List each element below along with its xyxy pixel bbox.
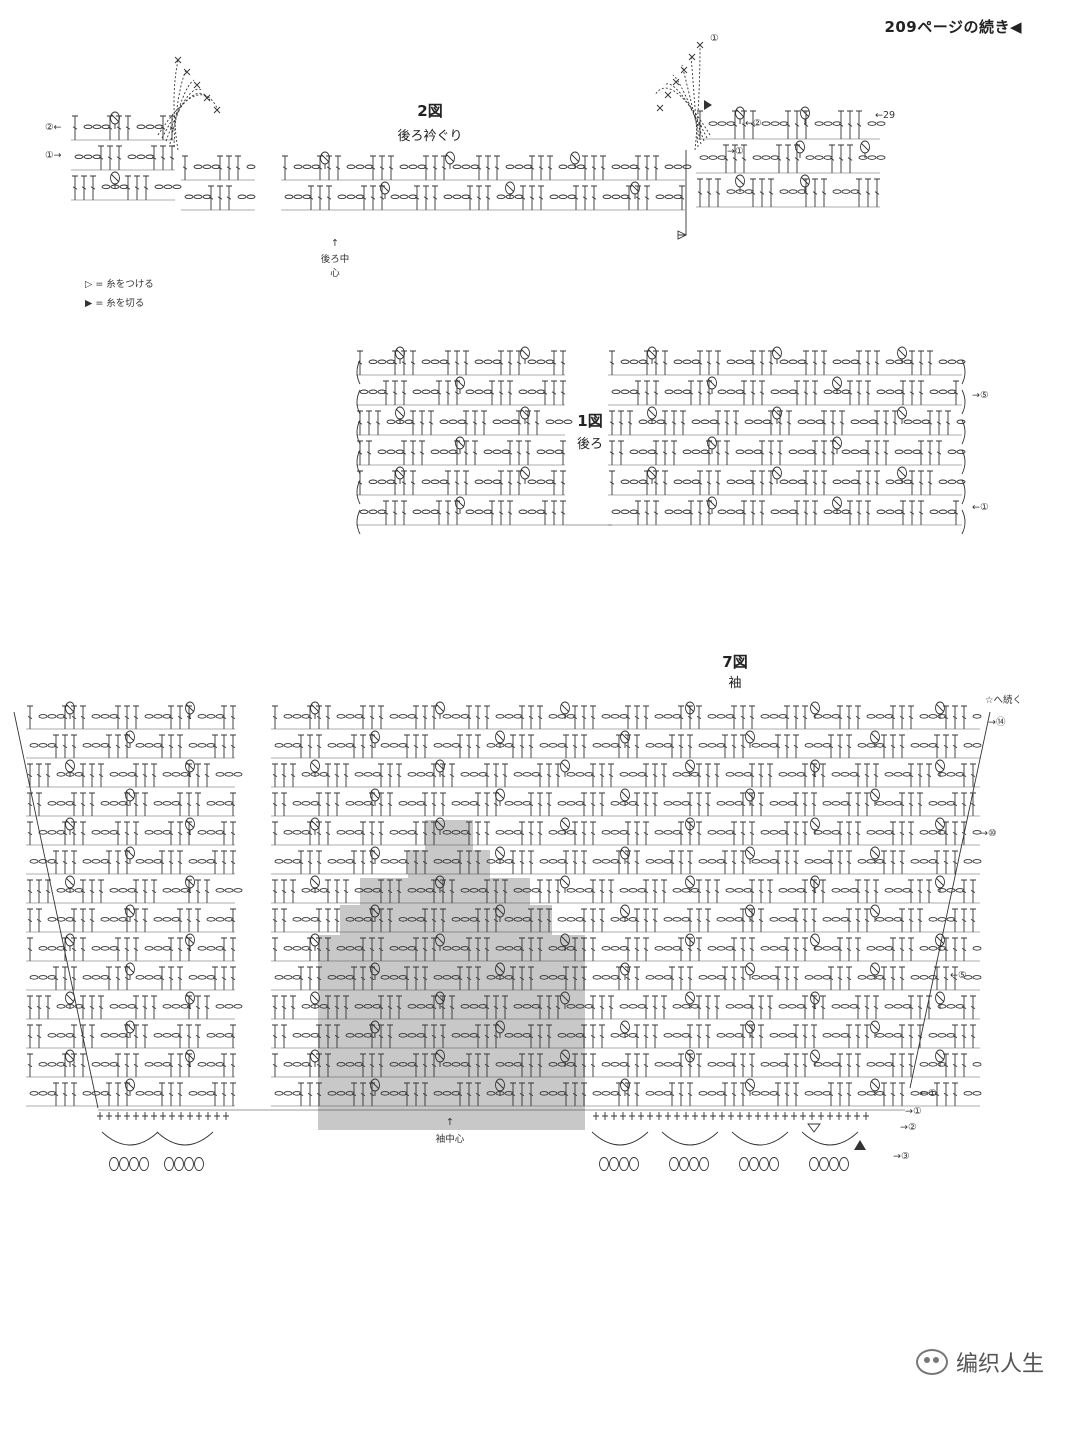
fig1-number: 1図 — [577, 412, 603, 430]
watermark: 编织人生 — [915, 1346, 1044, 1378]
fig7-main-section — [271, 701, 982, 1107]
fig7-center-arrow: ↑ — [446, 1117, 454, 1128]
fig2-row-1-right: →① — [727, 146, 744, 157]
fig7-left-section — [26, 701, 243, 1107]
fig2-subtitle: 後ろ衿ぐり — [397, 129, 463, 144]
fig7-edge-row-3: →③ — [893, 1151, 910, 1162]
fig2-attach-yarn-marker — [677, 230, 688, 240]
fig2-neck-fans — [157, 44, 711, 151]
fig2-cut-yarn-marker — [704, 100, 712, 110]
fig7-edge-row-1: →① — [905, 1106, 922, 1117]
fig7-row-14: →⑭ — [988, 717, 1006, 728]
fig1-row-1: ←① — [972, 502, 989, 513]
fig2-sc-marks — [174, 41, 704, 114]
fig7-row-1: ←① — [920, 1088, 937, 1099]
fig2-center-arrow: ↑ — [331, 238, 339, 249]
fig7-continue-label: ☆へ続く — [985, 695, 1023, 706]
wechat-icon — [915, 1349, 948, 1375]
watermark-text: 编织人生 — [955, 1352, 1044, 1377]
fig2-row-2-left: ②← — [45, 122, 62, 133]
fig7-number: 7図 — [722, 653, 748, 671]
fig2-middle-section — [281, 151, 692, 211]
fig2-row-1-left: ①→ — [45, 150, 62, 161]
fig7-right-slope — [909, 711, 991, 1089]
fig1-right-section — [608, 346, 966, 526]
fig1-subtitle: 後ろ — [576, 437, 603, 452]
legend-attach-yarn: ▷ = 糸をつける — [85, 279, 154, 290]
fig7-shade-step-4 — [318, 935, 585, 1130]
fig1-edge-curves — [356, 359, 966, 535]
fig2-left-section — [71, 111, 182, 201]
fig2-number: 2図 — [417, 102, 443, 120]
fig7-edge-row-2: →② — [900, 1122, 917, 1133]
fig7-left-slope — [13, 711, 99, 1109]
fig7-subtitle: 袖 — [728, 676, 742, 691]
fig7-attach-yarn-marker — [807, 1123, 821, 1133]
fig2-center-label: 後ろ中心 — [320, 254, 350, 279]
fig2-row-1-top: ① — [710, 33, 719, 44]
fig2-row-2-right: ←② — [745, 118, 762, 129]
fig1-row-5: →⑤ — [972, 390, 989, 401]
fig7-cut-yarn-marker — [854, 1140, 866, 1150]
fig7-center-label: 袖中心 — [435, 1134, 465, 1145]
fig1-left-section — [356, 346, 573, 526]
fig7-row-5: ←⑤ — [950, 970, 967, 981]
fig2-row-29-right: ←29 — [875, 110, 896, 121]
fig7-shaded-region — [318, 820, 585, 1130]
fig2-right-section — [696, 106, 886, 208]
fig7-bottom-edging — [97, 1112, 869, 1171]
page-reference: 209ページの続き◀ — [884, 18, 1022, 36]
fig7-row-10: →⑩ — [980, 828, 997, 839]
legend-cut-yarn: ▶ = 糸を切る — [85, 298, 145, 309]
fig2-center-section — [181, 155, 256, 211]
